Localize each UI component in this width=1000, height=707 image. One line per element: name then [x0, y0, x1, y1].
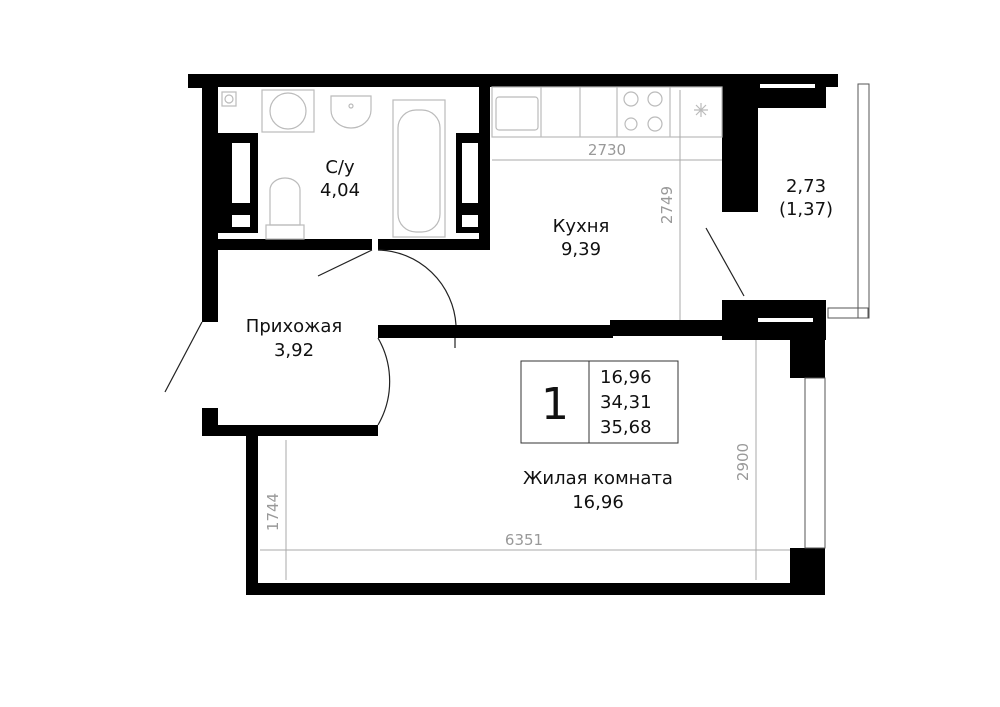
living-name: Жилая комната	[523, 468, 673, 489]
living-area: 16,96	[572, 492, 624, 513]
bathroom-name: С/у	[325, 157, 355, 178]
balcony-area: 2,73	[786, 176, 826, 197]
total-area: 34,31	[600, 392, 652, 413]
dim-living-left: 1744	[264, 493, 282, 531]
hallway-area: 3,92	[274, 340, 314, 361]
windows	[804, 83, 870, 549]
bathroom-area: 4,04	[320, 180, 360, 201]
rooms-count: 1	[541, 379, 569, 430]
dim-living-width: 6351	[505, 531, 543, 549]
dimension-lines	[260, 90, 790, 580]
living-area-total: 16,96	[600, 367, 652, 388]
balcony-reduced-area: (1,37)	[779, 199, 833, 220]
dim-kitchen-width: 2730	[588, 141, 626, 159]
dim-living-depth: 2900	[734, 443, 752, 481]
wall-inner-details	[232, 84, 815, 322]
kitchen-area: 9,39	[561, 239, 601, 260]
dim-kitchen-depth: 2749	[658, 186, 676, 224]
apartment-info-box: 1 16,96 34,31 35,68	[520, 360, 679, 444]
plumbing-fixtures	[221, 86, 723, 240]
total-area-with-balcony: 35,68	[600, 417, 652, 438]
kitchen-name: Кухня	[553, 216, 610, 237]
hallway-name: Прихожая	[246, 316, 342, 337]
doors	[164, 227, 745, 426]
